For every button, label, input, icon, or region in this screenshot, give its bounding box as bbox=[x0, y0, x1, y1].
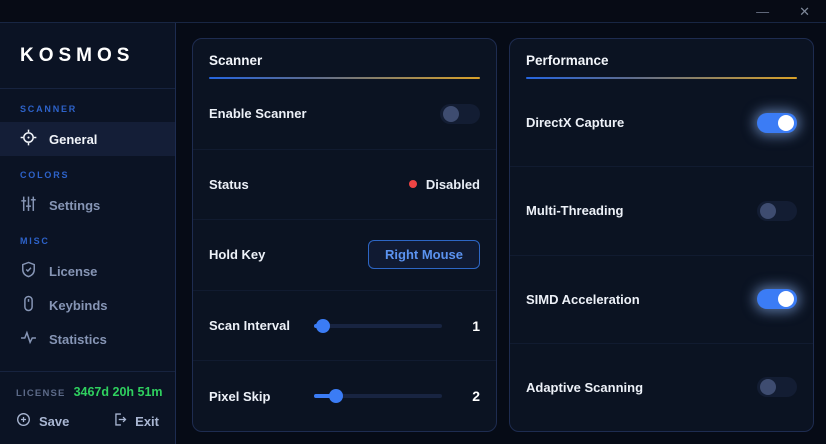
enable-scanner-label: Enable Scanner bbox=[209, 106, 307, 122]
adaptive-scanning-label: Adaptive Scanning bbox=[526, 379, 644, 395]
status-badge: Disabled bbox=[408, 176, 480, 192]
sidebar-item-label: Keybinds bbox=[49, 297, 108, 313]
section-label-misc: MISC bbox=[20, 236, 50, 246]
sidebar-item-label: License bbox=[49, 263, 98, 279]
enable-scanner-toggle[interactable] bbox=[440, 103, 480, 124]
mouse-icon bbox=[20, 295, 37, 315]
pixel-skip-row: Pixel Skip 2 bbox=[193, 360, 496, 431]
sidebar-actions: Save Exit bbox=[0, 399, 175, 444]
pixel-skip-value: 2 bbox=[472, 388, 480, 405]
sidebar-item-label: General bbox=[49, 131, 98, 147]
sidebar-item-general[interactable]: General bbox=[0, 122, 175, 156]
status-label: Status bbox=[209, 176, 249, 192]
simd-acceleration-label: SIMD Acceleration bbox=[526, 291, 640, 307]
crosshair-icon bbox=[20, 129, 37, 149]
slider-knob[interactable] bbox=[315, 318, 330, 333]
hold-key-label: Hold Key bbox=[209, 247, 266, 263]
license-time-remaining: 3467d 20h 51m bbox=[73, 385, 163, 399]
scan-interval-row: Scan Interval 1 bbox=[193, 289, 496, 361]
scanner-card: Scanner Enable Scanner Status Disabled bbox=[192, 38, 497, 432]
section-label-colors: COLORS bbox=[20, 170, 70, 180]
scanner-card-title: Scanner bbox=[209, 53, 263, 68]
pixel-skip-label: Pixel Skip bbox=[209, 388, 271, 404]
titlebar: — ✕ bbox=[0, 0, 826, 23]
sidebar-item-keybinds[interactable]: Keybinds bbox=[0, 288, 175, 322]
activity-icon bbox=[20, 329, 37, 349]
adaptive-scanning-row: Adaptive Scanning bbox=[510, 342, 813, 431]
sidebar-item-label: Statistics bbox=[49, 331, 107, 347]
multi-threading-row: Multi-Threading bbox=[510, 166, 813, 254]
slider-knob[interactable] bbox=[328, 389, 343, 404]
save-button[interactable]: Save bbox=[16, 412, 69, 430]
performance-card-header: Performance bbox=[510, 39, 813, 79]
sidebar-item-settings[interactable]: Settings bbox=[0, 188, 175, 222]
sidebar-item-license[interactable]: License bbox=[0, 254, 175, 288]
performance-card: Performance DirectX Capture Multi-Thread… bbox=[509, 38, 814, 432]
gradient-underline bbox=[526, 77, 797, 79]
plus-circle-icon bbox=[16, 412, 31, 430]
sidebar-item-label: Settings bbox=[49, 197, 101, 213]
hold-key-row: Hold Key Right Mouse bbox=[193, 219, 496, 290]
scanner-card-header: Scanner bbox=[193, 39, 496, 79]
status-row: Status Disabled bbox=[193, 148, 496, 220]
multi-threading-label: Multi-Threading bbox=[526, 203, 624, 219]
scan-interval-slider[interactable] bbox=[314, 318, 442, 333]
status-dot-icon bbox=[408, 180, 417, 189]
sidebar: KOSMOS SCANNER General COLORS bbox=[0, 23, 176, 444]
directx-capture-row: DirectX Capture bbox=[510, 79, 813, 166]
shield-check-icon bbox=[20, 261, 37, 281]
gradient-underline bbox=[209, 77, 480, 79]
directx-capture-label: DirectX Capture bbox=[526, 115, 625, 131]
simd-acceleration-row: SIMD Acceleration bbox=[510, 254, 813, 343]
enable-scanner-row: Enable Scanner bbox=[193, 79, 496, 149]
status-value: Disabled bbox=[425, 176, 480, 192]
main-content: Scanner Enable Scanner Status Disabled bbox=[176, 23, 826, 444]
license-label: LICENSE bbox=[16, 388, 66, 399]
section-label-scanner: SCANNER bbox=[20, 104, 78, 114]
performance-card-title: Performance bbox=[526, 53, 609, 68]
simd-acceleration-toggle[interactable] bbox=[757, 289, 797, 310]
multi-threading-toggle[interactable] bbox=[757, 200, 797, 221]
sliders-icon bbox=[20, 195, 37, 215]
exit-button[interactable]: Exit bbox=[112, 412, 159, 430]
minimize-icon[interactable]: — bbox=[756, 3, 770, 19]
directx-capture-toggle[interactable] bbox=[757, 112, 797, 133]
close-icon[interactable]: ✕ bbox=[799, 3, 810, 19]
adaptive-scanning-toggle[interactable] bbox=[757, 377, 797, 398]
save-label: Save bbox=[39, 413, 70, 429]
license-status: LICENSE 3467d 20h 51m bbox=[0, 371, 175, 399]
scan-interval-value: 1 bbox=[472, 317, 480, 334]
pixel-skip-slider[interactable] bbox=[314, 389, 442, 404]
sidebar-nav: SCANNER General COLORS bbox=[0, 89, 175, 356]
logout-icon bbox=[112, 412, 127, 430]
exit-label: Exit bbox=[135, 413, 159, 429]
sidebar-item-statistics[interactable]: Statistics bbox=[0, 322, 175, 356]
scan-interval-label: Scan Interval bbox=[209, 318, 290, 334]
app-logo: KOSMOS bbox=[0, 23, 175, 89]
hold-key-button[interactable]: Right Mouse bbox=[368, 240, 480, 270]
